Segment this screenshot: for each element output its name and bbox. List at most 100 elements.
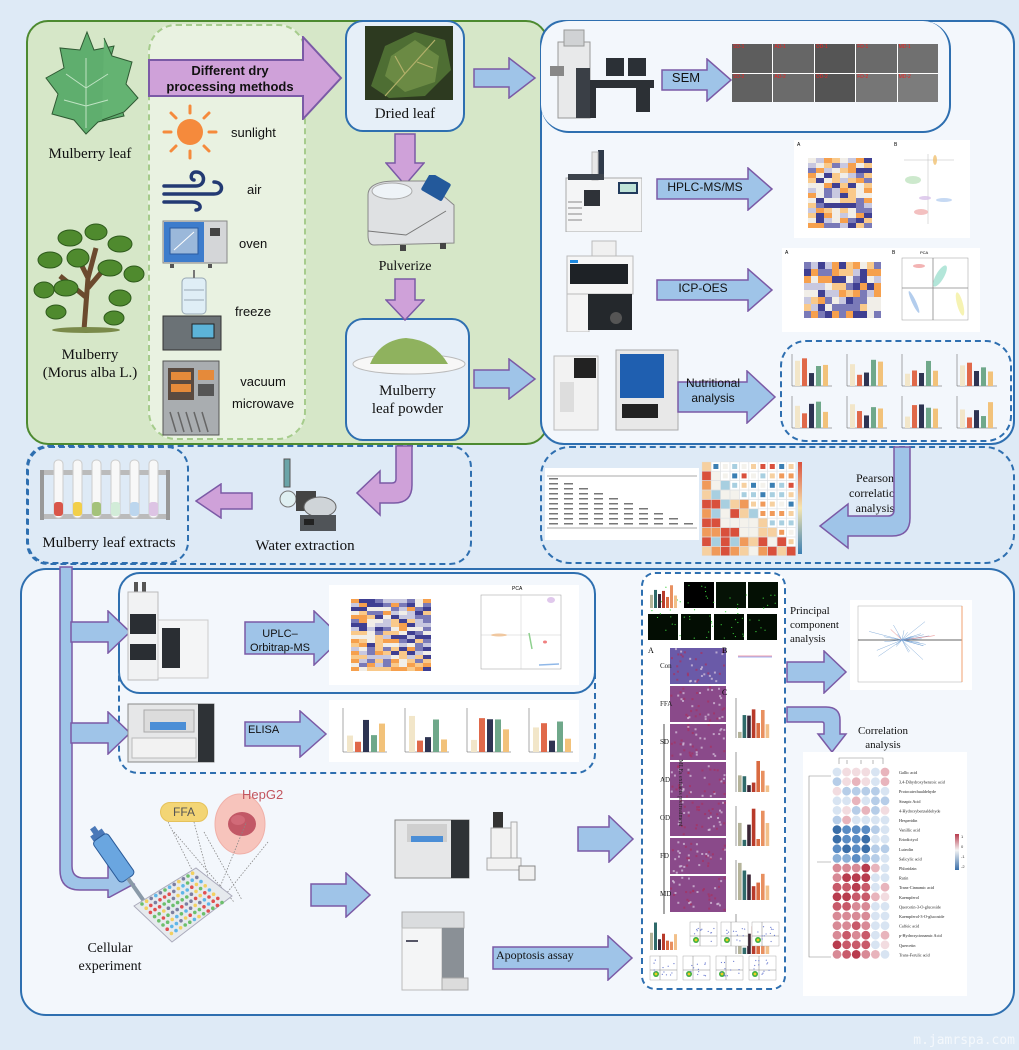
correlation-bubble — [851, 873, 861, 882]
histology-texture — [695, 733, 698, 736]
matrix-square — [779, 529, 785, 535]
plate-well — [162, 902, 166, 906]
plate-well — [167, 892, 171, 896]
plate-well — [184, 909, 188, 913]
heatmap-cell — [839, 269, 846, 276]
correlation-bubble — [880, 844, 890, 854]
correlation-bubble — [871, 854, 880, 863]
plate-well — [194, 882, 199, 887]
correlation-bubble — [871, 777, 880, 786]
flow-dot — [770, 928, 773, 930]
histology-texture — [680, 783, 683, 786]
correlation-bubble — [861, 796, 871, 806]
heatmap-cell — [856, 223, 864, 228]
compound-label: Caffeic acid — [899, 924, 920, 929]
heatmap-cell — [367, 667, 375, 671]
heatmap-cell — [856, 183, 864, 188]
histology-texture — [707, 864, 710, 867]
heatmap-cell — [391, 663, 399, 667]
correlation-bubble — [842, 902, 851, 911]
cell-bar — [747, 874, 751, 900]
histology-image — [670, 724, 726, 760]
heatmap-cell — [391, 667, 399, 671]
compound-label: 4-Hydroxybenzaldehyde — [899, 808, 941, 813]
flow-dot — [769, 932, 771, 935]
histology-texture — [687, 768, 690, 771]
heatmap-cell — [848, 183, 856, 188]
heatmap-cell — [423, 627, 431, 631]
matrix-cell — [777, 546, 787, 556]
histology-group-label: FFA — [660, 700, 673, 708]
histology-texture — [689, 679, 692, 682]
correlation-bubble — [861, 921, 871, 930]
heatmap-cell — [867, 311, 874, 318]
plate-well — [165, 927, 169, 931]
heatmap-cell — [832, 163, 840, 168]
histology-texture — [677, 694, 680, 697]
heatmap-cell — [864, 163, 872, 168]
sun-icon — [162, 104, 218, 160]
plate-well — [144, 906, 148, 910]
plate-well — [161, 916, 166, 920]
heatmap-cell — [359, 603, 367, 607]
flow-dot — [673, 963, 675, 965]
matrix-cell — [767, 527, 777, 537]
histology-texture — [707, 893, 710, 896]
nutrition-bar — [816, 366, 821, 386]
cell-bar — [742, 870, 747, 900]
fluorescence-dot — [774, 602, 776, 604]
heatmap-cell — [825, 276, 832, 283]
heatmap-cell — [415, 615, 423, 619]
correlation-bubble — [880, 777, 890, 786]
histology-texture — [687, 724, 690, 727]
nutrition-bar — [981, 367, 986, 386]
histology-texture — [680, 825, 683, 828]
histology-texture — [692, 890, 695, 893]
flow-dot — [727, 937, 729, 939]
heatmap-cell — [415, 603, 423, 607]
heatmap-cell — [383, 619, 391, 623]
heatmap-cell — [383, 663, 391, 667]
plate-well — [157, 912, 161, 916]
histology-texture — [718, 733, 721, 736]
correlation-bubble — [832, 854, 842, 863]
fluorescence-dot — [770, 594, 772, 596]
flow-dot — [753, 968, 755, 970]
heatmap-cell — [864, 158, 872, 163]
cellular-label-line2: experiment — [78, 959, 142, 974]
histology-texture — [704, 663, 707, 666]
heatmap-cell — [840, 193, 848, 198]
heatmap-cell — [351, 627, 359, 631]
matrix-square — [788, 492, 794, 498]
plate-well — [167, 885, 172, 889]
matrix-cell — [701, 546, 712, 556]
heatmap-cell — [423, 659, 431, 663]
histology-texture — [690, 903, 693, 906]
heatmap-cell — [391, 603, 399, 607]
heatmap-cell — [818, 311, 825, 318]
heatmap-cell — [840, 173, 848, 178]
heatmap-cell — [856, 193, 864, 198]
heatmap-cell — [375, 639, 383, 643]
fluorescence-dot — [762, 597, 764, 599]
wind-icon — [162, 170, 224, 212]
heatmap-cell — [399, 623, 407, 627]
heatmap-cell — [415, 635, 423, 639]
apoptosis-bar — [650, 932, 653, 950]
heatmap-cell — [804, 290, 811, 297]
correlation-bubble — [832, 950, 842, 959]
leaf-powder-label-line1: Mulberry — [379, 383, 436, 399]
heatmap-cell — [391, 643, 399, 647]
pca-label-line2: component — [790, 619, 839, 631]
correlation-bubble — [861, 825, 871, 834]
histology-texture — [709, 857, 712, 860]
matrix-cell — [767, 546, 777, 556]
correlation-bubble — [871, 834, 880, 844]
hepg2-label: HepG2 — [242, 787, 284, 802]
nutrition-bar — [960, 409, 965, 428]
flow-dot — [735, 930, 737, 933]
heatmap-cell — [824, 213, 832, 218]
histology-texture — [691, 801, 694, 804]
heatmap-cell — [818, 262, 825, 269]
histology-panel-letter-a: A — [648, 646, 654, 655]
